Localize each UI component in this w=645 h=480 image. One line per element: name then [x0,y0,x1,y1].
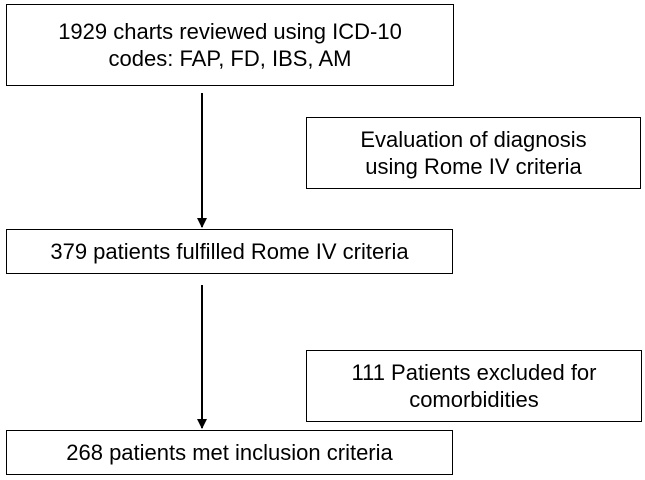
rome-fulfilled-box: 379 patients fulfilled Rome IV criteria [6,229,453,274]
rome-fulfilled-line-1: 379 patients fulfilled Rome IV criteria [50,239,409,264]
excluded-step-line-1: 111 Patients excluded for [351,360,597,385]
final-inclusion-line-1: 268 patients met inclusion criteria [66,440,393,465]
evaluation-step-line-2: using Rome IV criteria [365,154,582,179]
excluded-step-line-2: comorbidities [409,387,539,412]
charts-reviewed-line-2: codes: FAP, FD, IBS, AM [108,46,352,71]
evaluation-step-box: Evaluation of diagnosis using Rome IV cr… [306,117,641,189]
charts-reviewed-line-1: 1929 charts reviewed using ICD-10 [58,19,402,44]
excluded-step-box: 111 Patients excluded for comorbidities [306,350,642,422]
evaluation-step-line-1: Evaluation of diagnosis [360,127,587,152]
charts-reviewed-box: 1929 charts reviewed using ICD-10 codes:… [6,4,454,86]
final-inclusion-box: 268 patients met inclusion criteria [6,430,453,475]
